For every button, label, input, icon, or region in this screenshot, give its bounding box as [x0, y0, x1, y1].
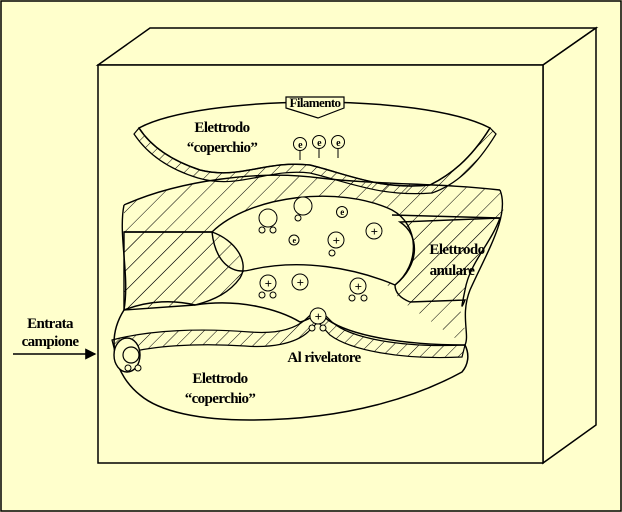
box-side-face	[543, 28, 596, 463]
top-electrode-label-2: “coperchio”	[187, 140, 258, 156]
svg-text:+: +	[333, 233, 340, 248]
svg-text:+: +	[265, 276, 272, 291]
top-electrode-label-1: Elettrodo	[194, 120, 249, 136]
ring-electrode-label-2: anulare	[430, 263, 476, 279]
ion-2: +	[366, 223, 382, 239]
svg-text:+: +	[315, 309, 322, 324]
ion-4: +	[292, 274, 308, 290]
svg-text:+: +	[355, 279, 362, 294]
sample-inlet-tube	[114, 338, 141, 372]
ring-electrode-label-1: Elettrodo	[429, 242, 484, 258]
sample-inlet-label-2: campione	[22, 334, 80, 350]
svg-text:+: +	[297, 275, 304, 290]
box-top-face	[98, 28, 596, 65]
sample-inlet-label-1: Entrata	[27, 316, 74, 332]
bottom-electrode-label-2: “coperchio”	[185, 391, 256, 407]
filament-label: Filamento	[290, 95, 341, 110]
electron-4: e	[337, 207, 348, 218]
svg-text:+: +	[371, 224, 378, 239]
bottom-electrode-label-1: Elettrodo	[192, 371, 247, 387]
svg-text:e: e	[340, 207, 344, 217]
electron-5: e	[289, 235, 299, 245]
detector-label: Al rivelatore	[287, 350, 361, 366]
